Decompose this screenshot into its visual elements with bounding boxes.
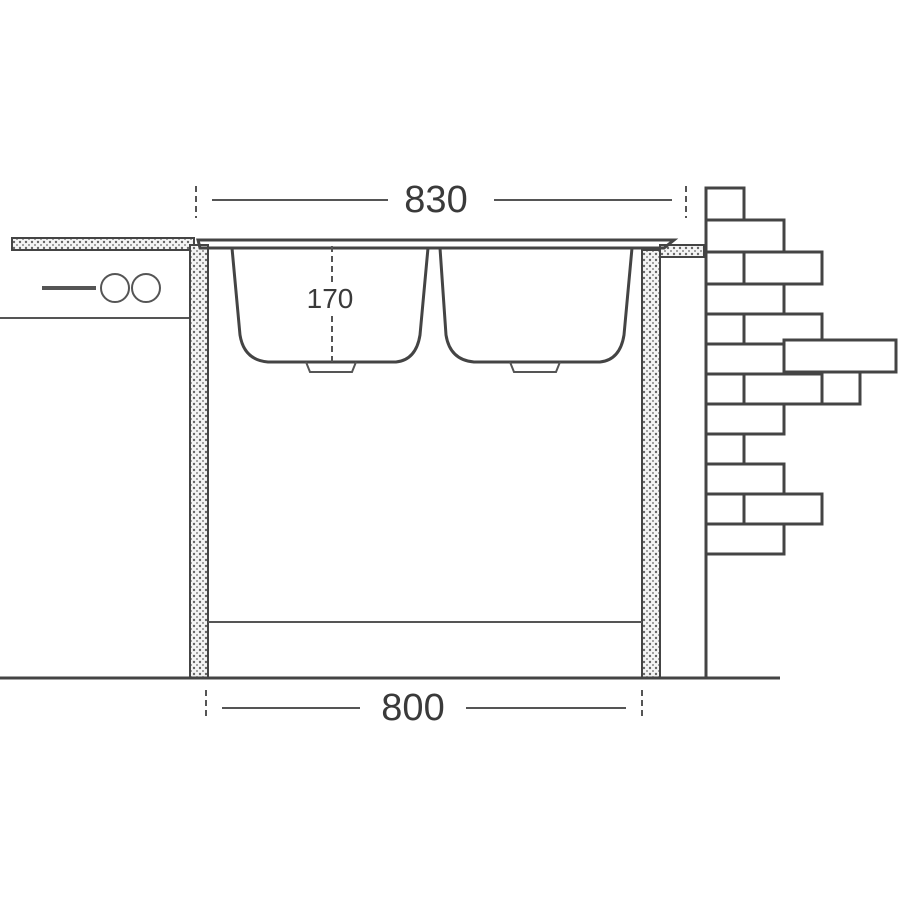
- sink-bowl-right: [438, 247, 634, 373]
- dimension-top: 830: [195, 179, 687, 221]
- dimension-label-top-width: 830: [404, 179, 467, 221]
- sink-rim: [196, 238, 679, 250]
- cabinet-wall-left: [189, 244, 209, 679]
- countertop-right: [659, 244, 705, 258]
- dimension-label-bowl-depth: 170: [307, 283, 354, 314]
- dimension-bottom: 800: [205, 687, 643, 729]
- cabinet-wall-right: [641, 249, 661, 679]
- dimension-label-bottom-width: 800: [381, 687, 444, 729]
- pipe-connector-icon: [42, 273, 161, 303]
- dimension-depth: 170: [307, 246, 354, 362]
- brick-wall: [704, 186, 898, 678]
- countertop-left: [0, 237, 195, 319]
